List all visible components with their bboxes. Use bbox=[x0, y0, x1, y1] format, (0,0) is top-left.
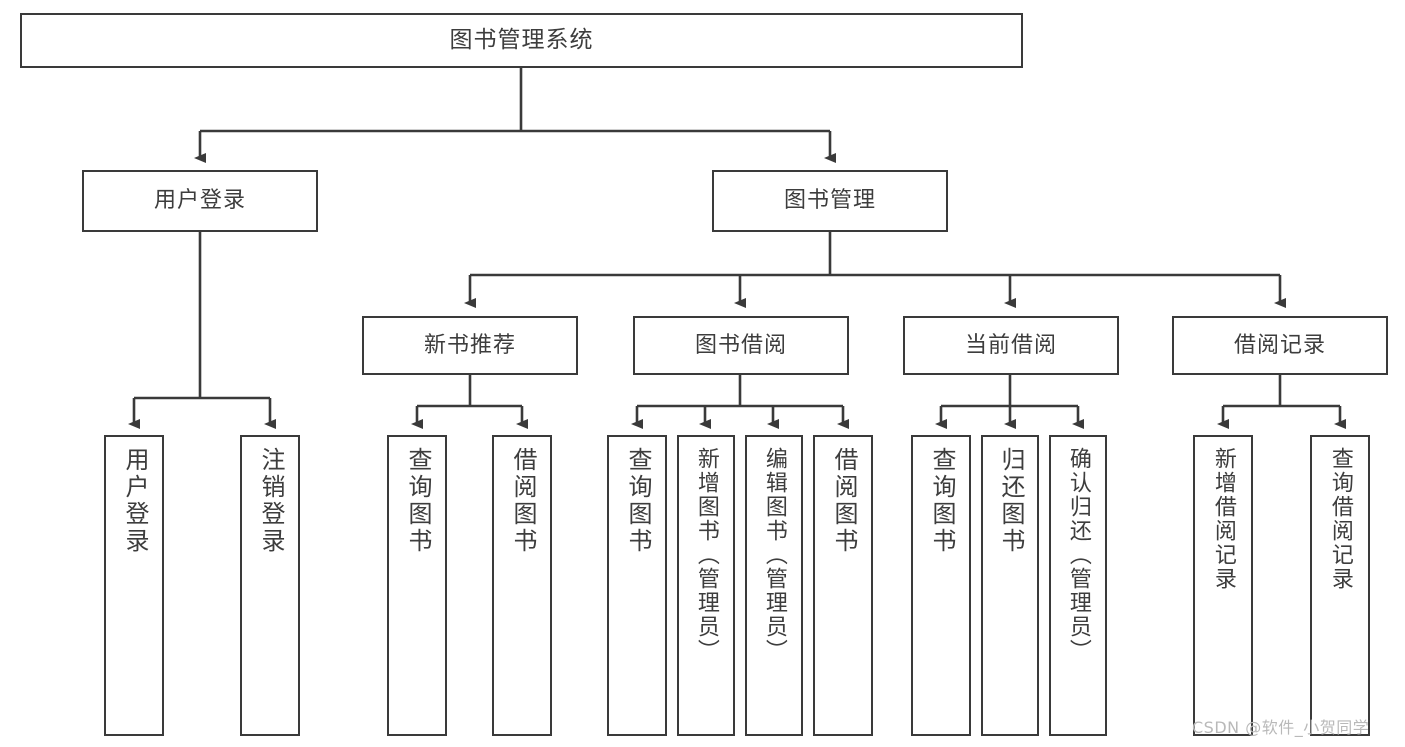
leaf-borrow-record-add[interactable]: 新增借阅记录 bbox=[1193, 435, 1253, 736]
node-root-book-management-system[interactable]: 图书管理系统 bbox=[20, 13, 1023, 68]
leaf-borrow-record-query[interactable]: 查询借阅记录 bbox=[1310, 435, 1370, 736]
node-label: 当前借阅 bbox=[964, 332, 1057, 358]
node-label: 图书借阅 bbox=[694, 332, 787, 358]
node-label: 用户登录 bbox=[153, 188, 246, 214]
node-book-management[interactable]: 图书管理 bbox=[712, 170, 948, 232]
leaf-book-borrow-add-admin[interactable]: 新增图书（管理员） bbox=[677, 435, 735, 736]
node-label: 新增借阅记录 bbox=[1210, 447, 1236, 591]
leaf-new-book-query[interactable]: 查询图书 bbox=[387, 435, 447, 736]
leaf-current-borrow-return[interactable]: 归还图书 bbox=[981, 435, 1039, 736]
csdn-watermark: CSDN @软件_小贺同学 bbox=[1192, 718, 1370, 737]
node-label: 借阅记录 bbox=[1233, 332, 1326, 358]
leaf-book-borrow-borrow[interactable]: 借阅图书 bbox=[813, 435, 873, 736]
node-label: 归还图书 bbox=[996, 447, 1025, 555]
node-label: 图书管理 bbox=[783, 188, 876, 214]
node-label: 确认归还（管理员） bbox=[1065, 447, 1091, 663]
leaf-book-borrow-query[interactable]: 查询图书 bbox=[607, 435, 667, 736]
node-label: 查询图书 bbox=[403, 447, 432, 555]
node-label: 编辑图书（管理员） bbox=[761, 447, 787, 663]
leaf-new-book-borrow[interactable]: 借阅图书 bbox=[492, 435, 552, 736]
node-label: 查询图书 bbox=[623, 447, 652, 555]
node-user-login[interactable]: 用户登录 bbox=[82, 170, 318, 232]
node-current-borrow[interactable]: 当前借阅 bbox=[903, 316, 1119, 375]
node-label: 注销登录 bbox=[256, 447, 285, 555]
node-label: 新增图书（管理员） bbox=[693, 447, 719, 663]
node-label: 借阅图书 bbox=[829, 447, 858, 555]
leaf-current-borrow-query[interactable]: 查询图书 bbox=[911, 435, 971, 736]
node-label: 借阅图书 bbox=[508, 447, 537, 555]
leaf-current-borrow-confirm-admin[interactable]: 确认归还（管理员） bbox=[1049, 435, 1107, 736]
node-label: 图书管理系统 bbox=[449, 26, 594, 53]
node-label: 用户登录 bbox=[120, 447, 149, 555]
node-label: 查询图书 bbox=[927, 447, 956, 555]
leaf-user-login-login[interactable]: 用户登录 bbox=[104, 435, 164, 736]
node-borrow-record[interactable]: 借阅记录 bbox=[1172, 316, 1388, 375]
node-label: 新书推荐 bbox=[423, 332, 516, 358]
node-new-book-recommend[interactable]: 新书推荐 bbox=[362, 316, 578, 375]
node-label: 查询借阅记录 bbox=[1327, 447, 1353, 591]
leaf-book-borrow-edit-admin[interactable]: 编辑图书（管理员） bbox=[745, 435, 803, 736]
node-book-borrow[interactable]: 图书借阅 bbox=[633, 316, 849, 375]
leaf-user-login-logout[interactable]: 注销登录 bbox=[240, 435, 300, 736]
